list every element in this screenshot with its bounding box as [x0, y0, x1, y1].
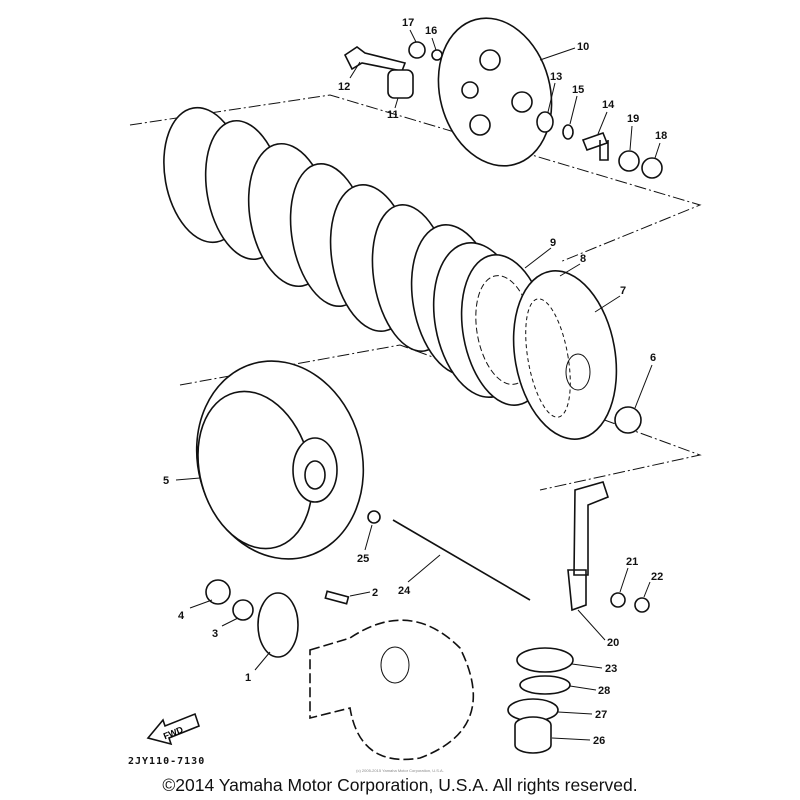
callout-7[interactable]: 7: [620, 285, 626, 297]
circlip: [519, 675, 571, 695]
diagram-part-code: 2JY110-7130: [128, 756, 206, 767]
seal: [610, 592, 626, 608]
callout-19[interactable]: 19: [627, 113, 639, 125]
ball-25: [367, 510, 381, 524]
push-rod: [581, 131, 609, 161]
nut: [408, 41, 426, 59]
callout-4[interactable]: 4: [178, 610, 185, 622]
copyright-notice: ©2014 Yamaha Motor Corporation, U.S.A. A…: [162, 775, 638, 795]
push-rod-long: [392, 519, 531, 601]
nut-lock: [618, 150, 640, 172]
callout-11[interactable]: 11: [387, 109, 399, 121]
leader-lines: [175, 29, 661, 741]
ball: [536, 111, 554, 133]
callout-13[interactable]: 13: [550, 71, 562, 83]
small-credit: (c) 2005-2015 Yamaha Motor Corporation, …: [356, 768, 444, 773]
callout-2[interactable]: 2: [372, 587, 378, 599]
callout-20[interactable]: 20: [607, 637, 619, 649]
washer-3: [232, 599, 254, 621]
key: [324, 590, 350, 605]
crankshaft: [309, 619, 475, 761]
callout-9[interactable]: 9: [550, 237, 556, 249]
callout-18[interactable]: 18: [655, 130, 667, 142]
callout-24[interactable]: 24: [398, 585, 411, 597]
callout-6[interactable]: 6: [650, 352, 656, 364]
primary-gear: [257, 592, 299, 658]
o-ring: [562, 124, 574, 140]
callout-10[interactable]: 10: [577, 41, 589, 53]
callout-1[interactable]: 1: [245, 672, 251, 684]
washer: [614, 406, 642, 434]
callout-22[interactable]: 22: [651, 571, 663, 583]
callout-15[interactable]: 15: [572, 84, 584, 96]
callout-8[interactable]: 8: [580, 253, 586, 265]
callout-23[interactable]: 23: [605, 663, 617, 675]
spring: [387, 69, 414, 99]
washer-4: [205, 579, 231, 605]
callout-21[interactable]: 21: [626, 556, 638, 568]
push-lever: [567, 481, 609, 612]
callout-28[interactable]: 28: [598, 685, 610, 697]
callout-26[interactable]: 26: [593, 735, 605, 747]
bushing: [514, 716, 552, 754]
clutch-boss: [437, 17, 553, 167]
fwd-arrow-icon: FWD: [146, 712, 200, 746]
clutch-housing: [195, 360, 365, 560]
clutch-plates: [163, 106, 550, 406]
bolt: [343, 46, 407, 72]
callout-3[interactable]: 3: [212, 628, 218, 640]
return-spring: [516, 647, 574, 673]
callout-25[interactable]: 25: [357, 553, 369, 565]
callout-14[interactable]: 14: [602, 99, 615, 111]
washer-small: [431, 49, 443, 61]
screw: [634, 597, 650, 613]
callout-5[interactable]: 5: [163, 475, 169, 487]
callout-27[interactable]: 27: [595, 709, 607, 721]
lock-washer: [641, 157, 663, 179]
pressure-plate: [512, 270, 618, 440]
callout-16[interactable]: 16: [425, 25, 437, 37]
callout-17[interactable]: 17: [402, 17, 414, 29]
callout-12[interactable]: 12: [338, 81, 350, 93]
